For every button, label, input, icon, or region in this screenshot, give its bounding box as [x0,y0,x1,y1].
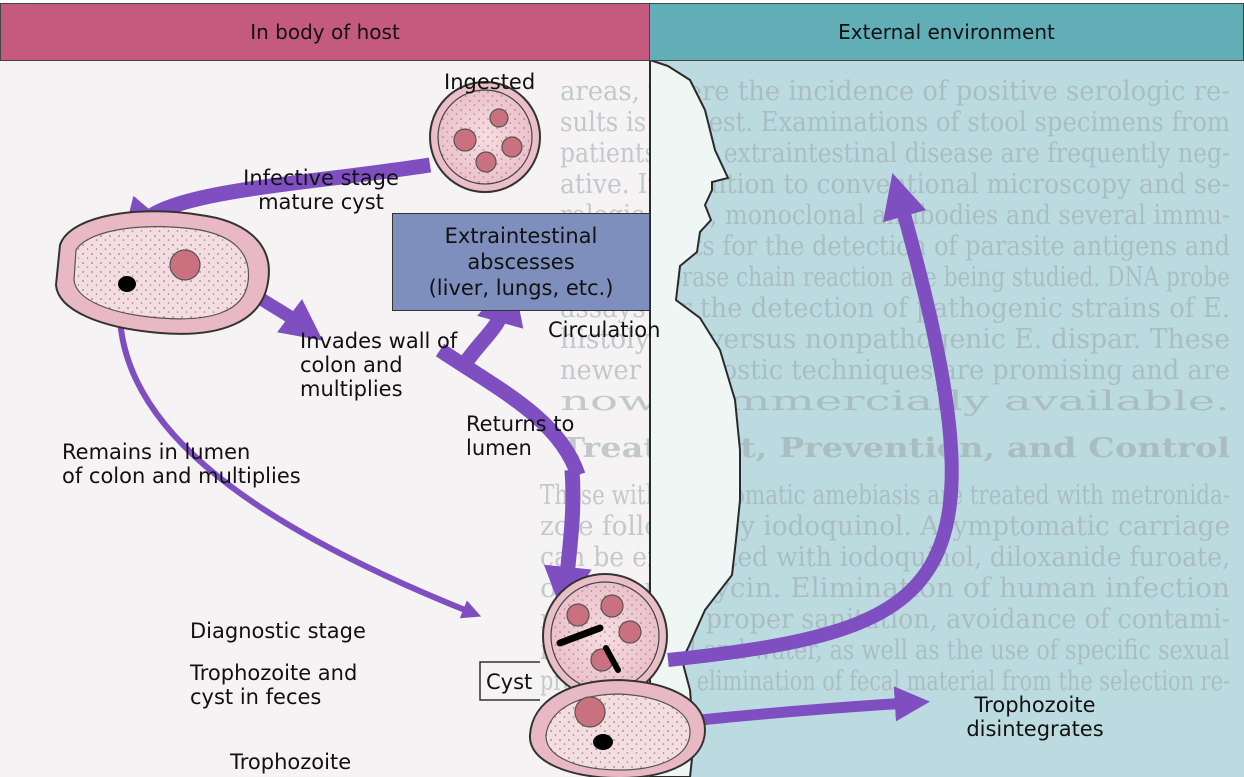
header-external: External environment [649,3,1244,61]
label-diagnostic-stage: Diagnostic stage [190,619,366,643]
header-host-label: In body of host [250,20,400,44]
label-invades-wall: Invades wall of colon and multiplies [300,329,457,401]
extraintestinal-line-1: Extraintestinal [445,223,598,249]
label-cyst: Cyst [486,670,532,694]
mature-cyst-top [430,82,540,192]
label-ingested: Ingested [444,70,535,94]
header-host: In body of host [0,3,650,61]
trophozoite-bottom [530,680,705,777]
label-troph-and-cyst: Trophozoite and cyst in feces [190,661,357,709]
label-remains-in-lumen: Remains in lumen of colon and multiplies [62,440,301,488]
extraintestinal-box: Extraintestinal abscesses (liver, lungs,… [392,213,650,311]
trophozoite-colon [56,211,269,334]
header-external-label: External environment [838,20,1055,44]
arrow-lumen-to-feces [566,470,573,585]
label-troph-disintegrates: Trophozoite disintegrates [950,693,1120,741]
extraintestinal-line-3: (liver, lungs, etc.) [429,275,614,301]
diagnostic-cyst [543,574,667,698]
label-circulation: Circulation [548,318,660,342]
label-infective-stage: Infective stage mature cyst [236,166,406,214]
label-trophozoite: Trophozoite [230,750,351,774]
extraintestinal-line-2: abscesses [467,249,574,275]
label-returns-to-lumen: Returns to lumen [466,412,574,460]
